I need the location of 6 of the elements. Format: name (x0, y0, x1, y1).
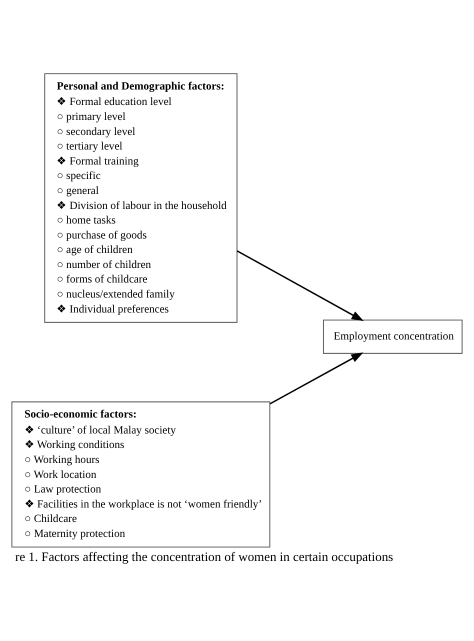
arrow (270, 352, 364, 404)
arrow (236, 250, 364, 321)
node-box: Employment concentration (322, 319, 463, 354)
node-box: Socio-economic factors: ❖ ‘culture’ of local Malay society ❖ Working conditions ○ Working hours ○ Work location ○ Law protection ❖ Facilities in the workplace is not ‘women friendly’ ○ Childcare ○ Maternity protection (11, 400, 270, 547)
node-box: Personal and Demographic factors: ❖ Formal education level ○ primary level ○ secondary level ○ tertiary level ❖ Formal training ○ specific ○ general ❖ Division of labour in the household ○ home tasks ○ purchase of goods ○ age of children ○ number of children ○ forms of childcare ○ nucleus/extended family ❖ Individual preferences (44, 72, 238, 322)
caption: re 1. Factors affecting the concentration of women in certain occupations (15, 548, 394, 564)
